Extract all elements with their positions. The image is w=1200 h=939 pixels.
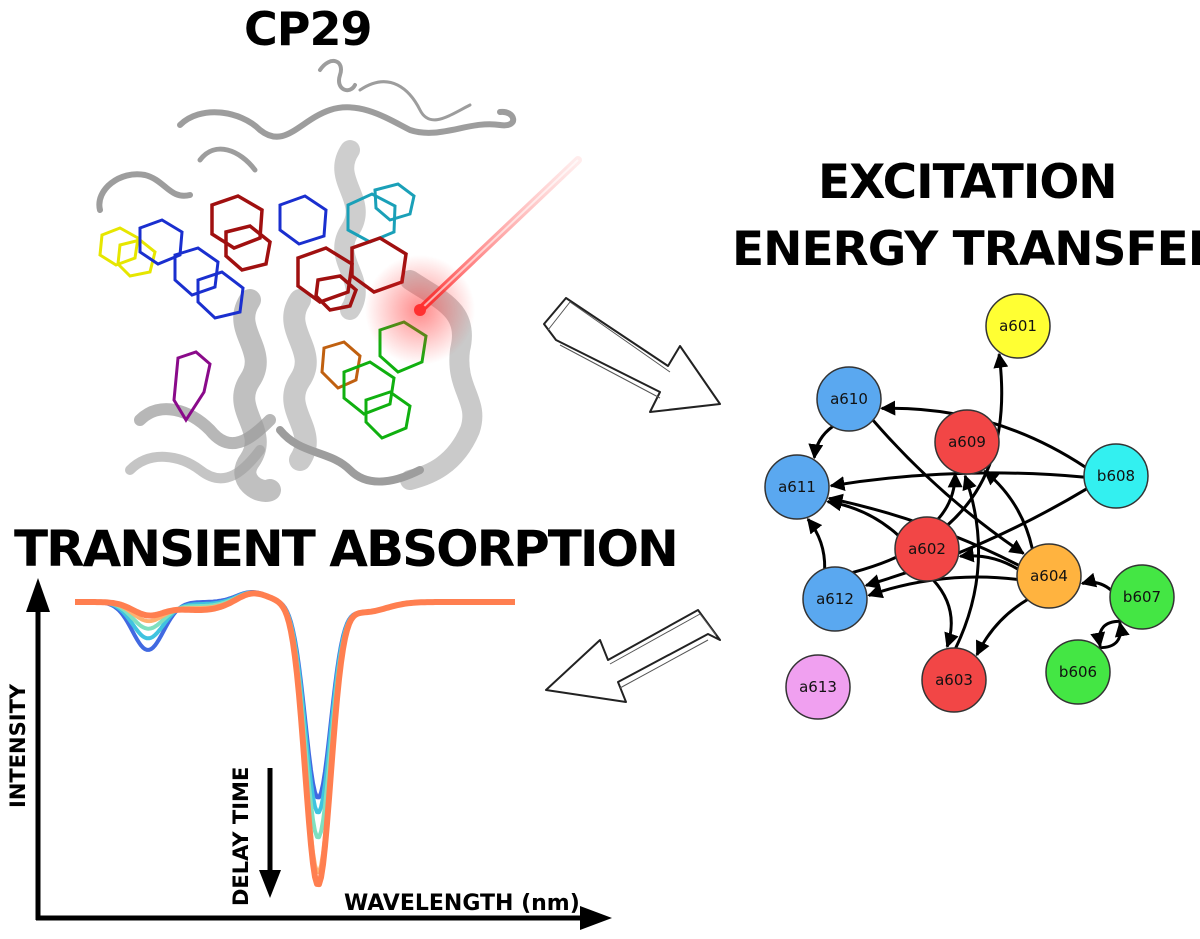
chlorophyll-darkred-top <box>210 194 272 272</box>
edge-a604-to-a612 <box>867 575 1018 599</box>
edge-a602-to-a611 <box>826 496 900 537</box>
edge-a604-to-a602 <box>958 547 1019 571</box>
node-a601: a601 <box>985 293 1051 359</box>
edge-a604-to-a603 <box>975 598 1029 657</box>
spectrum-curve <box>74 590 516 888</box>
node-label: b608 <box>1097 467 1135 485</box>
chlorophyll-cyan <box>346 182 416 244</box>
y-axis-arrowhead <box>26 578 50 612</box>
ta-title: TRANSIENT ABSORPTION <box>14 520 679 578</box>
edge-b606-to-b607 <box>1098 621 1130 650</box>
node-label: a604 <box>1030 567 1068 585</box>
sketch-arrow-to-network <box>543 297 721 413</box>
node-a609: a609 <box>934 409 1000 475</box>
node-circle <box>816 366 882 432</box>
node-circle <box>934 409 1000 475</box>
chlorophyll-orange <box>320 340 362 390</box>
node-label: a611 <box>778 478 816 496</box>
chlorophyll-purple <box>172 350 212 423</box>
network-nodes: a601 a610 a609 b608 a611 a602 a604 b607 a612 b606… <box>764 293 1175 720</box>
x-axis-arrowhead <box>580 906 612 930</box>
eet-title-line1: EXCITATION <box>818 155 1118 210</box>
node-label: b606 <box>1059 663 1097 681</box>
node-a604: a604 <box>1016 543 1082 609</box>
x-axis-label: WAVELENGTH (nm) <box>344 891 580 916</box>
protein-title: CP29 <box>244 2 372 56</box>
node-label: a603 <box>935 671 973 689</box>
eet-title-line2: ENERGY TRANSFER <box>732 222 1200 277</box>
edge-b607-to-a604 <box>1080 572 1112 592</box>
node-label: a601 <box>999 317 1037 335</box>
edge-a603-to-a609 <box>954 474 981 649</box>
delay-time-label: DELAY TIME <box>229 767 253 906</box>
node-a611: a611 <box>764 454 830 520</box>
node-circle <box>1109 564 1175 630</box>
spectrum-axes <box>26 578 612 930</box>
chlorophyll-blue-left <box>138 218 245 320</box>
node-b606: b606 <box>1045 639 1111 705</box>
node-b608: b608 <box>1083 443 1149 509</box>
node-label: a613 <box>799 678 837 696</box>
node-circle <box>1083 443 1149 509</box>
node-label: b607 <box>1123 588 1161 606</box>
edge-a610-to-a611 <box>808 425 834 460</box>
node-a610: a610 <box>816 366 882 432</box>
node-a613: a613 <box>785 654 851 720</box>
node-circle <box>921 647 987 713</box>
node-circle <box>985 293 1051 359</box>
node-circle <box>1045 639 1111 705</box>
node-circle <box>894 516 960 582</box>
edge-b608-to-a611 <box>829 471 1085 492</box>
edge-a602-to-a603 <box>932 579 959 649</box>
laser-beam <box>365 156 582 365</box>
node-circle <box>764 454 830 520</box>
chlorophyll-blue-center <box>278 194 328 246</box>
spectrum-curves <box>74 590 516 888</box>
node-label: a610 <box>830 390 868 408</box>
node-a602: a602 <box>894 516 960 582</box>
node-circle <box>785 654 851 720</box>
node-circle <box>802 566 868 632</box>
node-label: a602 <box>908 540 946 558</box>
edge-a602-to-a609 <box>937 472 963 520</box>
node-circle <box>1016 543 1082 609</box>
edge-a612-to-a601 <box>852 352 1009 574</box>
edge-a612-to-a611 <box>806 518 827 569</box>
node-a612: a612 <box>802 566 868 632</box>
edge-a610-to-a604 <box>871 419 1025 555</box>
y-axis-label: INTENSITY <box>6 683 30 808</box>
node-label: a609 <box>948 433 986 451</box>
sketch-arrow-to-spectrum <box>545 609 721 703</box>
node-label: a612 <box>816 590 854 608</box>
edge-a604-to-a609 <box>983 469 1034 550</box>
node-b607: b607 <box>1109 564 1175 630</box>
node-a603: a603 <box>921 647 987 713</box>
delay-time-arrow <box>259 768 281 898</box>
